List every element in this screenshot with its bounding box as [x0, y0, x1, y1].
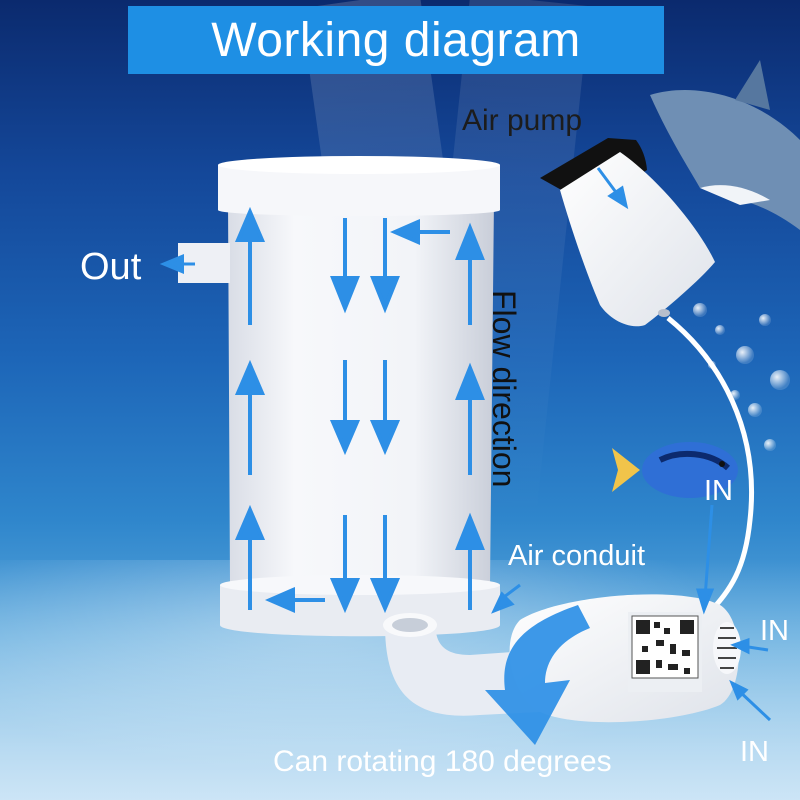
qr-code-pattern [636, 620, 694, 674]
air-conduit-label: Air conduit [508, 540, 646, 572]
in-label-right: IN [760, 615, 789, 647]
in-label-bottom: IN [740, 736, 769, 768]
shark-illustration [650, 60, 800, 230]
fish-illustration [612, 442, 738, 498]
air-pump-device [540, 138, 715, 327]
flow-arrows [159, 206, 485, 614]
in-label-top: IN [704, 475, 733, 507]
bubbles [693, 303, 790, 451]
filter-canister [178, 156, 500, 637]
air-pump-label: Air pump [462, 104, 583, 137]
page-title: Working diagram [211, 13, 581, 67]
air-tube [666, 316, 754, 614]
pointer-lines [491, 167, 772, 722]
title-banner: Working diagram [128, 6, 664, 74]
rotation-note-label: Can rotating 180 degrees [273, 745, 612, 778]
intake-grille [713, 622, 741, 674]
out-label: Out [80, 246, 142, 288]
rotation-arrow [485, 605, 590, 745]
flow-direction-label: Flow direction [486, 290, 522, 488]
